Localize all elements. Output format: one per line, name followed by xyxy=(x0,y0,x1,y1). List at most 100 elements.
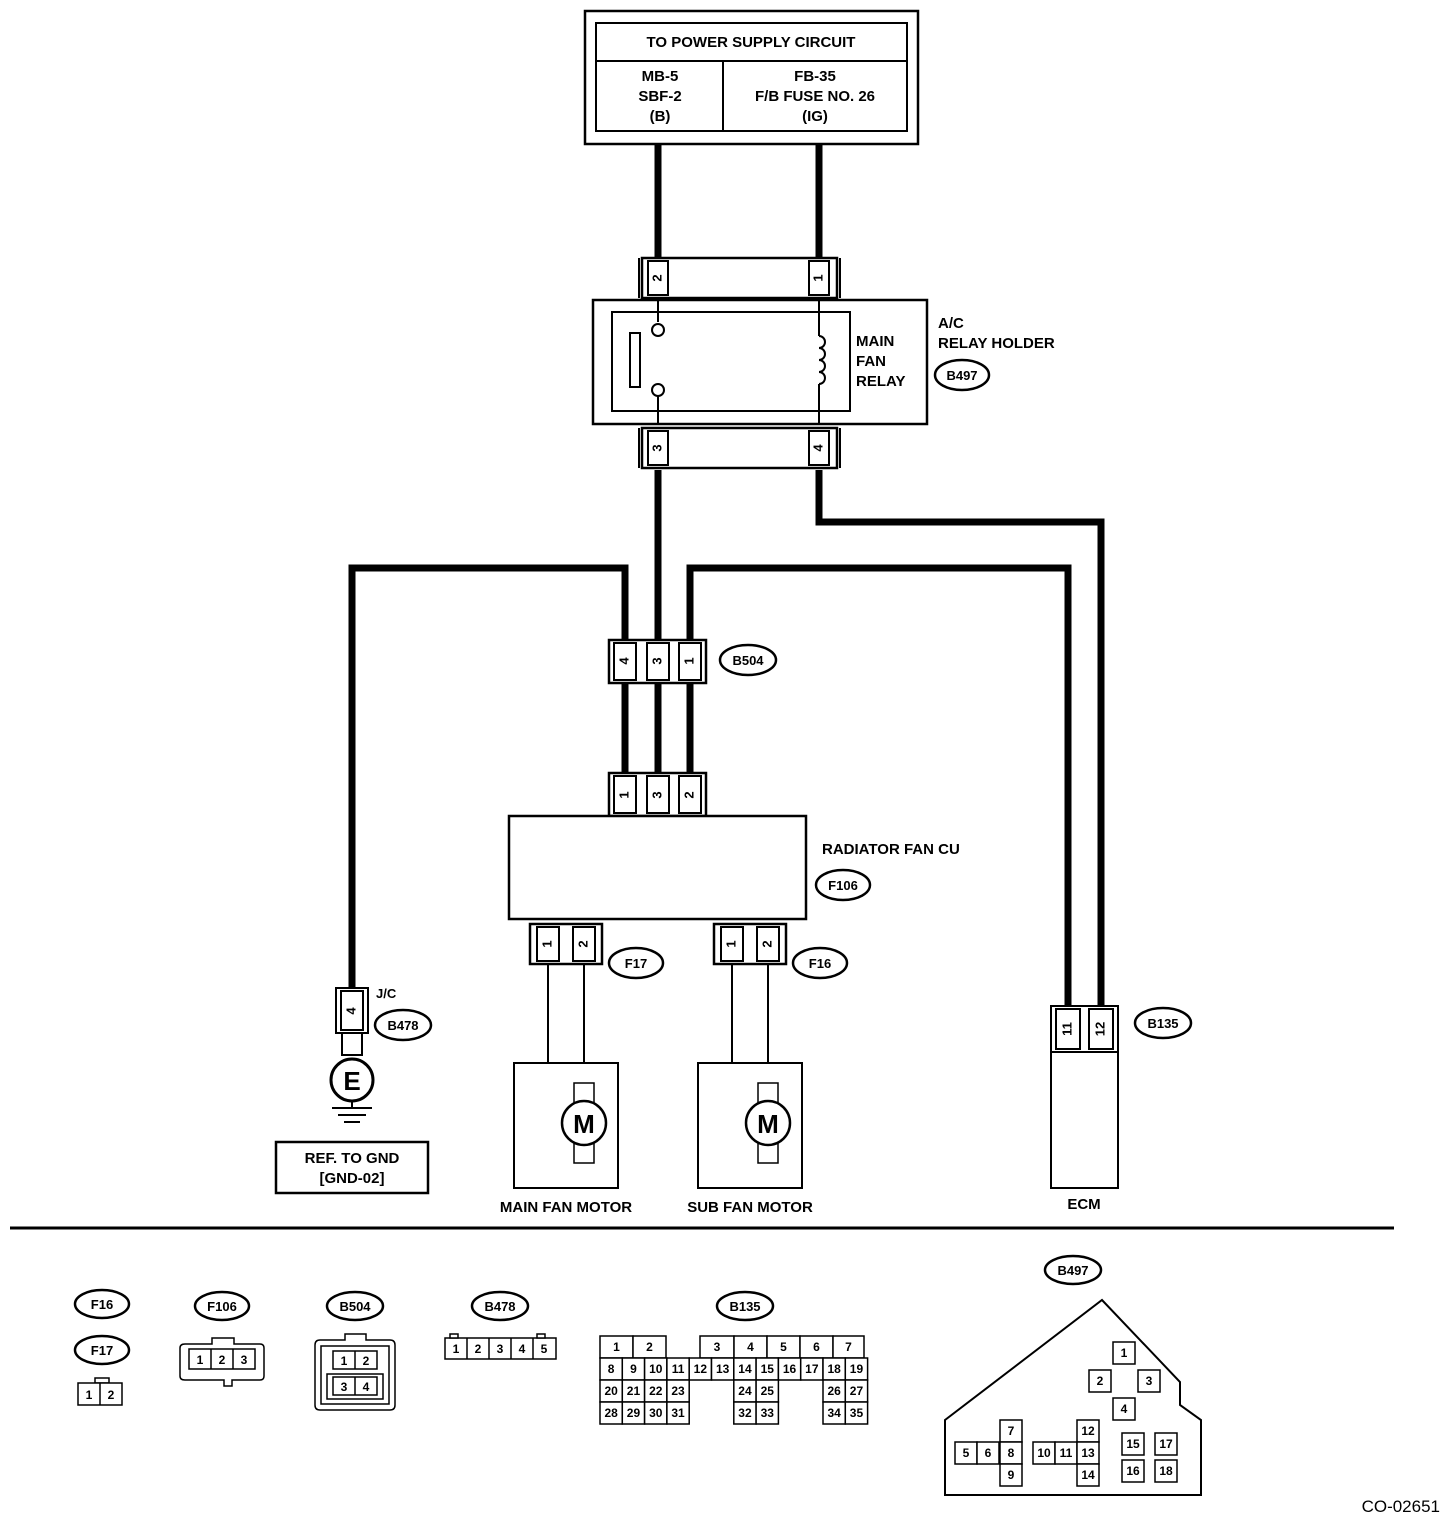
b135-pin-2: 2 xyxy=(646,1340,653,1354)
b135-pin-21: 21 xyxy=(627,1384,641,1398)
b497-pin-13: 13 xyxy=(1081,1446,1095,1460)
legend-f16-f17-connector: 1 2 xyxy=(77,1377,123,1406)
relay-connector-badge: B497 xyxy=(933,358,991,392)
power-left-line1: MB-5 xyxy=(642,68,679,85)
f17-pin-1: 1 xyxy=(539,940,554,947)
main-fan-relay: MAIN FAN RELAY xyxy=(591,298,929,426)
jc-label: J/C xyxy=(376,986,397,1001)
b497-pin-14-cell xyxy=(1076,1463,1100,1487)
b135-badge: B135 xyxy=(1133,1006,1193,1040)
legend-f17-pin-1: 1 xyxy=(86,1388,93,1402)
b497-pin-14: 14 xyxy=(1081,1468,1095,1482)
b497-pin-1-cell xyxy=(1112,1341,1136,1365)
f16-badge: F16 xyxy=(791,946,849,980)
b497-pin-16: 16 xyxy=(1126,1464,1140,1478)
legend-b504-label: B504 xyxy=(339,1299,371,1314)
power-supply-box: TO POWER SUPPLY CIRCUIT MB-5 SBF-2 (B) F… xyxy=(583,9,920,146)
relay-pin-1: 1 xyxy=(810,274,825,281)
b504-connector: 4 3 1 xyxy=(607,638,708,685)
b135-pin-29: 29 xyxy=(627,1406,641,1420)
f106-pin-2: 2 xyxy=(681,791,696,798)
b497-pin-11: 11 xyxy=(1060,1446,1073,1460)
b497-pin-2: 2 xyxy=(1097,1374,1104,1388)
legend-b478-pin-4: 4 xyxy=(519,1342,526,1356)
relay-connector-label: B497 xyxy=(946,368,977,383)
b135-pin-16: 16 xyxy=(783,1362,797,1376)
relay-name-line3: RELAY xyxy=(856,373,905,390)
b135-pin-10: 10 xyxy=(649,1362,663,1376)
relay-holder-line2: RELAY HOLDER xyxy=(938,335,1055,352)
f17-connector: 1 2 xyxy=(528,922,604,966)
legend-f16-badge: F16 xyxy=(73,1288,131,1320)
b478-badge: B478 xyxy=(373,1008,433,1042)
legend-b504-pin-4: 4 xyxy=(363,1380,370,1394)
b504-label: B504 xyxy=(732,653,764,668)
b135-pin-8: 8 xyxy=(608,1362,615,1376)
b135-pin-26: 26 xyxy=(827,1384,841,1398)
relay-pin-3: 3 xyxy=(649,444,664,451)
b497-pin-1: 1 xyxy=(1121,1346,1128,1360)
b135-pin-4: 4 xyxy=(747,1340,754,1354)
b135-pin-11: 11 xyxy=(672,1362,685,1376)
ecm-connector: 11 12 xyxy=(1050,1005,1119,1053)
legend-b478-pin-2: 2 xyxy=(475,1342,482,1356)
b135-pin-3: 3 xyxy=(714,1340,721,1354)
legend-b478-badge: B478 xyxy=(470,1290,530,1322)
f16-connector: 1 2 xyxy=(712,922,788,966)
power-left-line3: (B) xyxy=(650,108,671,125)
b135-pin-15: 15 xyxy=(761,1362,775,1376)
power-left-line2: SBF-2 xyxy=(638,88,681,105)
b135-pin-25: 25 xyxy=(761,1384,775,1398)
power-right-line2: F/B FUSE NO. 26 xyxy=(755,88,875,105)
b497-pin-6: 6 xyxy=(985,1446,992,1460)
b135-pin-31: 31 xyxy=(671,1406,685,1420)
power-right-line3: (IG) xyxy=(802,108,828,125)
wires xyxy=(348,144,1105,1008)
sub-fan-motor-label: SUB FAN MOTOR xyxy=(687,1199,813,1216)
legend-b504-pin-2: 2 xyxy=(363,1354,370,1368)
b135-pin-20: 20 xyxy=(604,1384,618,1398)
b135-pin-9: 9 xyxy=(630,1362,637,1376)
f17-pin-2: 2 xyxy=(575,940,590,947)
b504-pin-3: 3 xyxy=(649,657,664,664)
relay-holder-line1: A/C xyxy=(938,315,964,332)
main-fan-motor: M xyxy=(513,964,619,1189)
b497-pin-8: 8 xyxy=(1008,1446,1015,1460)
b135-pin-34: 34 xyxy=(827,1406,841,1420)
b497-pin-7: 7 xyxy=(1008,1424,1015,1438)
b135-pin-23: 23 xyxy=(671,1384,685,1398)
b135-pin-6: 6 xyxy=(813,1340,820,1354)
figure-code: CO-02651 xyxy=(1362,1497,1440,1516)
b504-pin-1: 1 xyxy=(681,657,696,664)
b135-pin-13: 13 xyxy=(716,1362,730,1376)
b497-pin-15: 15 xyxy=(1126,1437,1140,1451)
legend-b504-connector: 1 2 3 4 xyxy=(314,1333,396,1411)
f17-label: F17 xyxy=(625,956,647,971)
b497-pin-12: 12 xyxy=(1081,1424,1095,1438)
b497-pin-18: 18 xyxy=(1159,1464,1173,1478)
b135-pin-14: 14 xyxy=(738,1362,752,1376)
radiator-fan-cu-connector: 1 3 2 xyxy=(607,771,708,818)
main-motor-symbol: M xyxy=(573,1109,595,1139)
relay-pin-2: 2 xyxy=(649,274,664,281)
legend-b478-connector: 1 2 3 4 5 xyxy=(444,1333,557,1360)
b497-pin-4-cell xyxy=(1112,1397,1136,1421)
b497-pin-9-cell xyxy=(999,1463,1023,1487)
legend-b497-badge: B497 xyxy=(1043,1254,1103,1286)
b497-pin-6-cell xyxy=(976,1441,1000,1465)
b135-pin-18: 18 xyxy=(827,1362,841,1376)
ecm-box xyxy=(1050,1051,1119,1189)
b135-pin-7: 7 xyxy=(845,1340,852,1354)
b497-pin-9: 9 xyxy=(1008,1468,1015,1482)
b497-pin-17: 17 xyxy=(1159,1437,1173,1451)
ground-symbol: E xyxy=(329,1057,375,1123)
b135-pin-30: 30 xyxy=(649,1406,663,1420)
f106-label: F106 xyxy=(828,878,858,893)
b135-label: B135 xyxy=(1147,1016,1178,1031)
f16-pin-2: 2 xyxy=(759,940,774,947)
b504-pin-4: 4 xyxy=(616,657,631,665)
legend-f106-connector: 1 2 3 xyxy=(179,1337,265,1387)
ground-ref-box: REF. TO GND [GND-02] xyxy=(274,1140,430,1195)
